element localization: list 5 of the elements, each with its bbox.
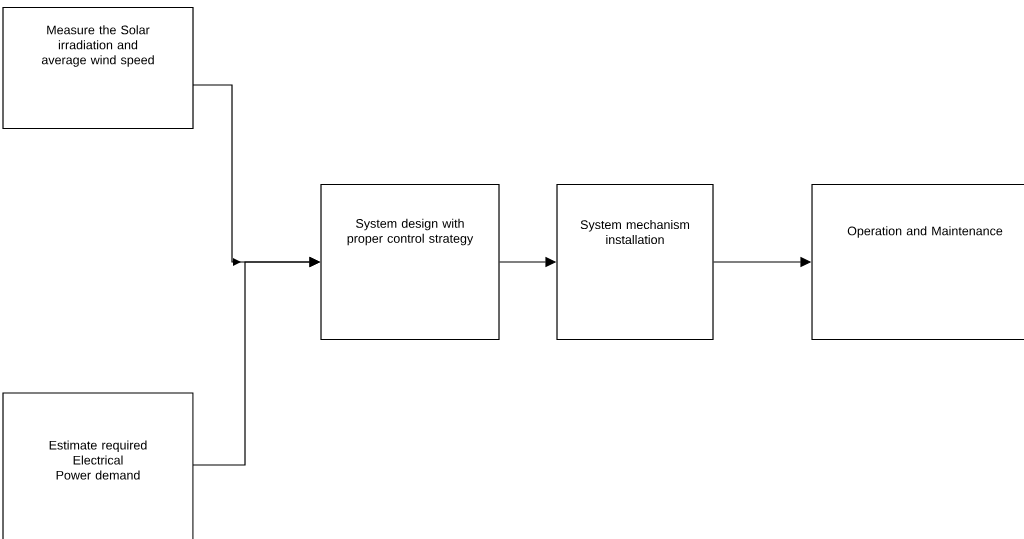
process-box: Measure the Solar irradiation and average wind speed — [2, 6, 194, 130]
process-box: Operation and Maintenance — [811, 183, 1024, 341]
process-box: Estimate required Electrical Power demand — [2, 392, 194, 539]
process-box: System mechanism installation — [556, 183, 714, 341]
process-box: System design with proper control strategy — [320, 183, 500, 341]
